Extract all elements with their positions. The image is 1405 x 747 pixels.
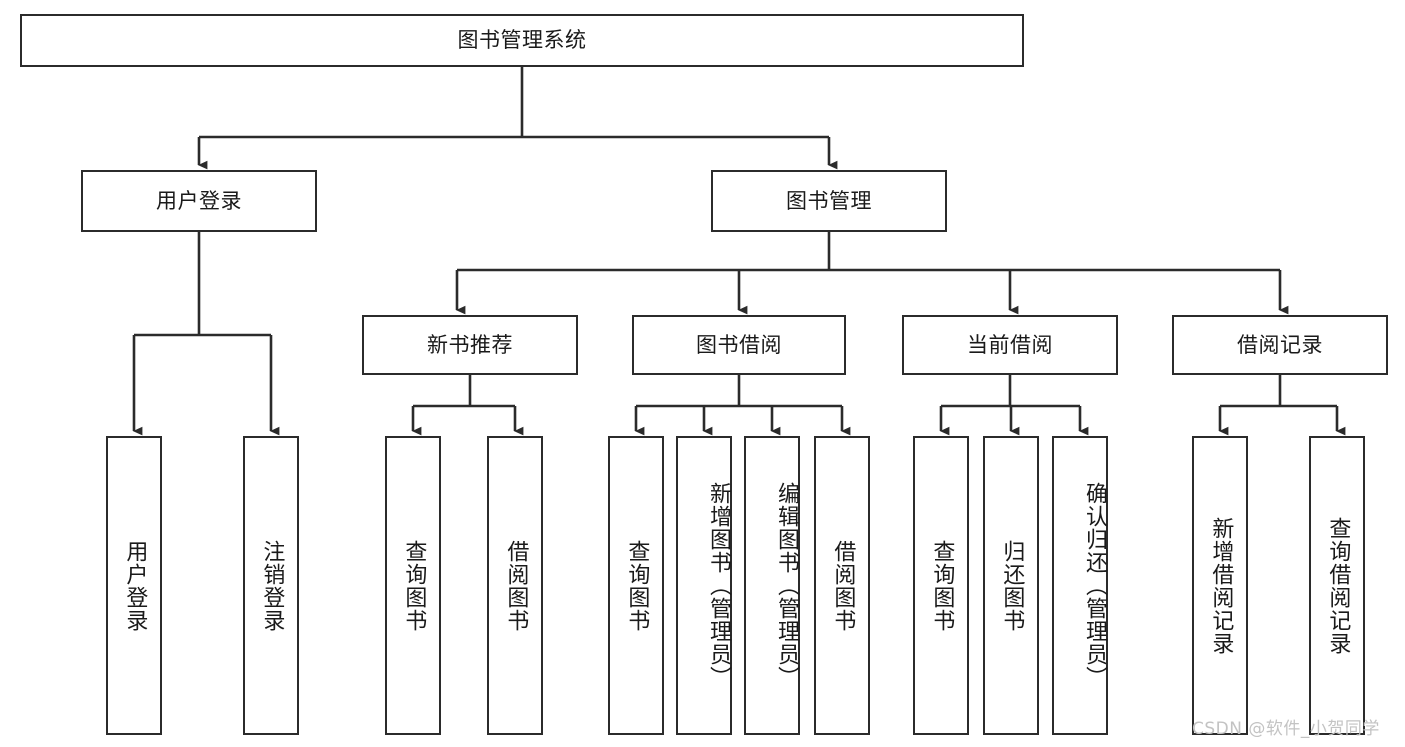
node-leaf-3: 查询图书 bbox=[385, 436, 441, 735]
node-level3-2: 图书借阅 bbox=[632, 315, 846, 375]
node-leaf-13: 查询借阅记录 bbox=[1309, 436, 1365, 735]
node-leaf-7: 编辑图书（管理员） bbox=[744, 436, 800, 735]
node-level2-1: 用户登录 bbox=[81, 170, 317, 232]
node-leaf-4: 借阅图书 bbox=[487, 436, 543, 735]
node-level3-1: 新书推荐 bbox=[362, 315, 578, 375]
node-leaf-12: 新增借阅记录 bbox=[1192, 436, 1248, 735]
node-leaf-1: 用户登录 bbox=[106, 436, 162, 735]
node-leaf-10: 归还图书 bbox=[983, 436, 1039, 735]
node-leaf-8: 借阅图书 bbox=[814, 436, 870, 735]
node-level2-2: 图书管理 bbox=[711, 170, 947, 232]
node-level3-3: 当前借阅 bbox=[902, 315, 1118, 375]
node-root: 图书管理系统 bbox=[20, 14, 1024, 67]
csdn-watermark: CSDN @软件_小贺同学 bbox=[1192, 719, 1380, 739]
node-leaf-11: 确认归还（管理员） bbox=[1052, 436, 1108, 735]
node-leaf-6: 新增图书（管理员） bbox=[676, 436, 732, 735]
node-level3-4: 借阅记录 bbox=[1172, 315, 1388, 375]
node-leaf-9: 查询图书 bbox=[913, 436, 969, 735]
node-leaf-2: 注销登录 bbox=[243, 436, 299, 735]
node-leaf-5: 查询图书 bbox=[608, 436, 664, 735]
